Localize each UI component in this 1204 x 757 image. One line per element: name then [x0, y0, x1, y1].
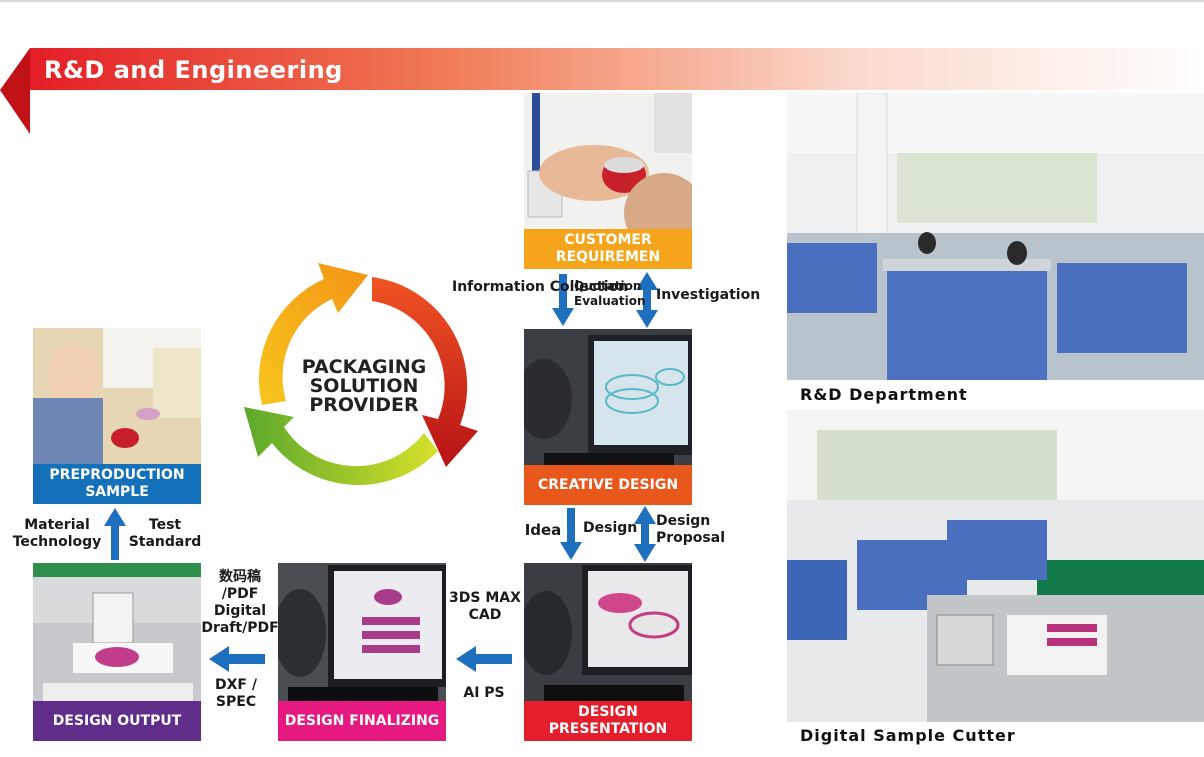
quotation-evaluation-text: Quotation Evaluation	[574, 279, 646, 308]
3d-tools-text: 3DS MAX CAD	[449, 590, 521, 623]
investigation-text: Investigation	[656, 287, 761, 303]
design-presentation-label: DESIGN PRESENTATION	[524, 701, 692, 741]
design-proposal-text: Design Proposal	[656, 513, 726, 546]
arrow-left-icon	[456, 646, 512, 672]
cycle-arrows-icon	[244, 263, 478, 486]
design-output-label: DESIGN OUTPUT	[33, 701, 201, 741]
preproduction-sample-label: PREPRODUCTION SAMPLE	[33, 464, 201, 504]
center-title-line1: PACKAGING	[301, 356, 427, 378]
digital-files-text: 数码稿 /PDF Digital Draft/PDF	[201, 569, 279, 636]
center-title-line3: PROVIDER	[309, 394, 419, 416]
banner-ribbon-icon	[0, 48, 1204, 134]
creative-design-label: CREATIVE DESIGN	[524, 465, 692, 505]
digital-sample-cutter-photo	[787, 410, 1204, 722]
material-technology-text: Material Technology	[12, 517, 102, 550]
center-title: PACKAGING SOLUTION PROVIDER	[296, 358, 432, 415]
center-title-line2: SOLUTION	[309, 375, 419, 397]
double-arrow-icon	[634, 506, 656, 562]
rd-department-photo	[787, 93, 1204, 380]
digital-sample-cutter-caption: Digital Sample Cutter	[800, 726, 1016, 745]
page-title: R&D and Engineering	[44, 56, 343, 84]
information-collection-text: Information Collection	[452, 279, 629, 295]
customer-requirement-label: CUSTOMER REQUIREMEN	[524, 229, 692, 269]
arrow-left-icon	[209, 646, 265, 672]
idea-text: Idea	[524, 521, 562, 539]
double-arrow-icon	[636, 272, 658, 328]
top-divider	[0, 0, 1204, 2]
2d-tools-text: AI PS	[463, 685, 505, 701]
arrow-up-icon	[104, 508, 126, 560]
test-standard-text: Test Standard	[128, 517, 202, 550]
arrow-down-icon	[560, 508, 582, 560]
dxf-spec-text: DXF / SPEC	[215, 677, 257, 710]
design-text: Design	[583, 520, 638, 536]
arrow-down-icon	[552, 274, 574, 326]
rd-department-caption: R&D Department	[800, 385, 968, 404]
header-banner: R&D and Engineering	[0, 48, 1204, 136]
design-finalizing-label: DESIGN FINALIZING	[278, 701, 446, 741]
